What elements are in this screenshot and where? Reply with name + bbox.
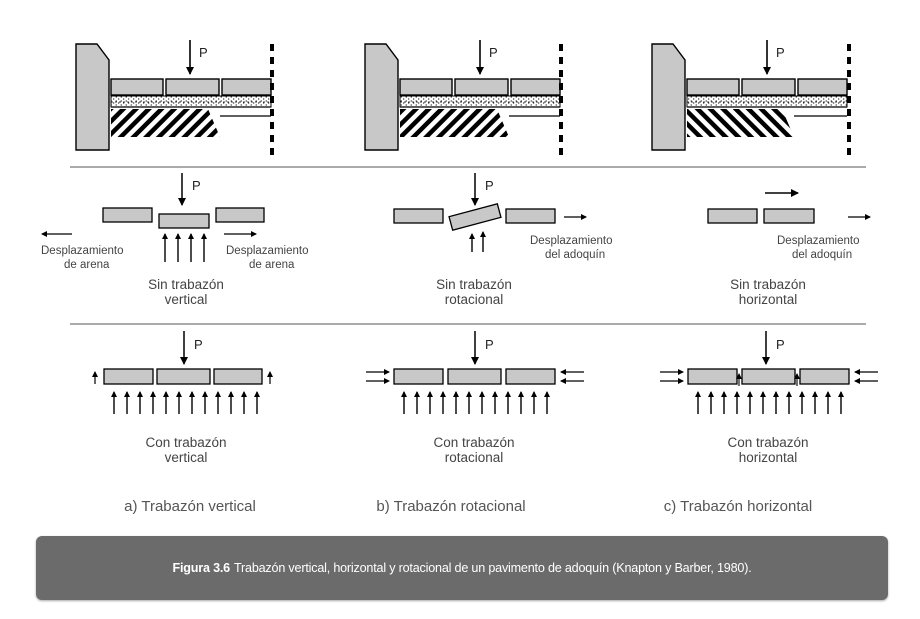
case-caption: horizontal <box>739 292 798 307</box>
subtitle-b: b) Trabazón rotacional <box>376 498 525 515</box>
case-caption: vertical <box>165 292 208 307</box>
case-caption: rotacional <box>445 292 504 307</box>
load-label: P <box>485 337 494 352</box>
load-label: P <box>489 45 498 60</box>
paver <box>686 78 740 96</box>
paver <box>510 78 561 96</box>
paver <box>454 78 509 96</box>
left-disp-label: de arena <box>64 259 110 271</box>
upward-arrows <box>111 391 260 414</box>
case-caption: Sin trabazón <box>436 277 512 292</box>
load-label: P <box>485 178 494 193</box>
load-label: P <box>776 45 785 60</box>
case-caption: vertical <box>165 450 208 465</box>
case-caption: Con trabazón <box>433 435 514 450</box>
case-caption: Con trabazón <box>727 435 808 450</box>
sand-bed <box>110 95 272 108</box>
disp-label: Desplazamiento <box>530 235 612 247</box>
load-label: P <box>194 337 203 352</box>
subtitle-a: a) Trabazón vertical <box>124 498 256 515</box>
right-disp-label: Desplazamiento <box>226 245 308 257</box>
paver-rotated <box>448 202 502 232</box>
paver-sunk <box>158 213 210 229</box>
paver <box>505 208 556 224</box>
paver <box>156 368 211 385</box>
sand-bed <box>686 95 848 108</box>
paver <box>707 208 758 224</box>
disp-label: Desplazamiento <box>777 235 859 247</box>
section-b: P <box>364 40 563 160</box>
right-disp-label: de arena <box>249 259 295 271</box>
paver <box>763 208 815 224</box>
paver <box>741 78 796 96</box>
paver <box>687 368 738 385</box>
no-interlock-vertical: P Desplazamiento de arena Desplazamiento… <box>41 173 308 307</box>
paver <box>393 208 444 224</box>
paver <box>102 207 153 223</box>
paver <box>165 78 220 96</box>
paver <box>103 368 154 385</box>
load-label: P <box>776 337 785 352</box>
case-caption: Con trabazón <box>145 435 226 450</box>
case-caption: rotacional <box>445 450 504 465</box>
section-a: P <box>75 40 274 160</box>
disp-label: del adoquín <box>792 249 852 261</box>
load-label: P <box>199 45 208 60</box>
upward-arrows <box>162 233 207 262</box>
case-caption: horizontal <box>739 450 798 465</box>
load-label: P <box>192 178 201 193</box>
no-interlock-horizontal: Desplazamiento del adoquín Sin trabazón … <box>707 189 871 307</box>
base-hatch <box>400 109 509 137</box>
paver <box>221 78 272 96</box>
curb <box>75 43 110 151</box>
paver <box>447 368 502 385</box>
interlock-rotational: P Con trabazón rotacional <box>366 331 584 465</box>
paver <box>799 368 850 385</box>
paver <box>741 368 796 385</box>
paver <box>505 368 556 385</box>
paver <box>393 368 444 385</box>
curb <box>651 43 686 151</box>
upward-arrows <box>401 391 550 414</box>
paver <box>399 78 453 96</box>
paver <box>215 207 265 223</box>
side-arrows <box>660 369 878 384</box>
paver <box>213 368 263 385</box>
subtitle-c: c) Trabazón horizontal <box>664 498 812 515</box>
left-disp-label: Desplazamiento <box>41 245 123 257</box>
no-interlock-rotational: P Desplazamiento del adoquín Sin trabazó… <box>393 173 612 307</box>
case-caption: Sin trabazón <box>148 277 224 292</box>
figure-caption-text: Trabazón vertical, horizontal y rotacion… <box>234 561 752 575</box>
curb <box>364 43 399 151</box>
interlock-vertical: P Con trabazón vertical <box>92 331 273 465</box>
paver <box>797 78 848 96</box>
figure-number: Figura 3.6 <box>172 561 231 575</box>
section-c: P <box>651 40 851 160</box>
base-hatch <box>111 109 220 137</box>
interlock-horizontal: P Con trabazón horizontal <box>660 331 878 465</box>
case-caption: Sin trabazón <box>730 277 806 292</box>
base-hatch <box>687 109 794 137</box>
disp-label: del adoquín <box>545 249 605 261</box>
sand-bed <box>399 95 561 108</box>
side-arrows <box>366 369 584 384</box>
upward-arrows <box>695 391 844 414</box>
paver <box>110 78 164 96</box>
